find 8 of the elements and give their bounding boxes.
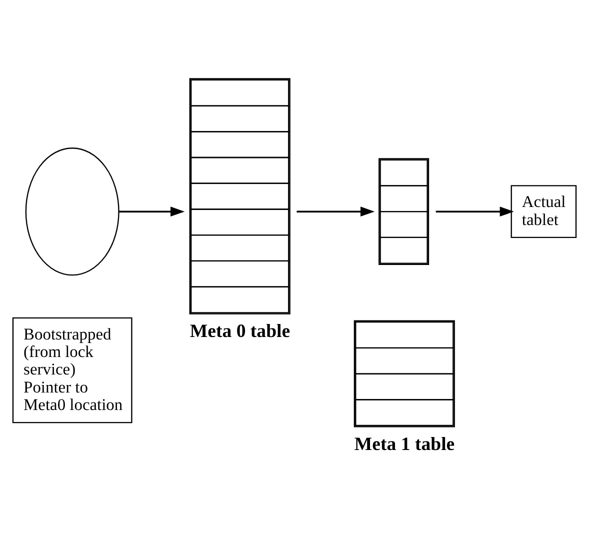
arrow [296, 206, 375, 217]
node-box: Actual tablet [510, 185, 577, 238]
node-label: Meta 1 table [354, 434, 455, 455]
arrow [436, 206, 514, 217]
node-label: Meta 0 table [190, 321, 290, 342]
arrow [118, 206, 185, 217]
node-box: Bootstrapped (from lock service) Pointer to Meta0 location [12, 317, 132, 424]
node-ellipse [25, 148, 120, 276]
